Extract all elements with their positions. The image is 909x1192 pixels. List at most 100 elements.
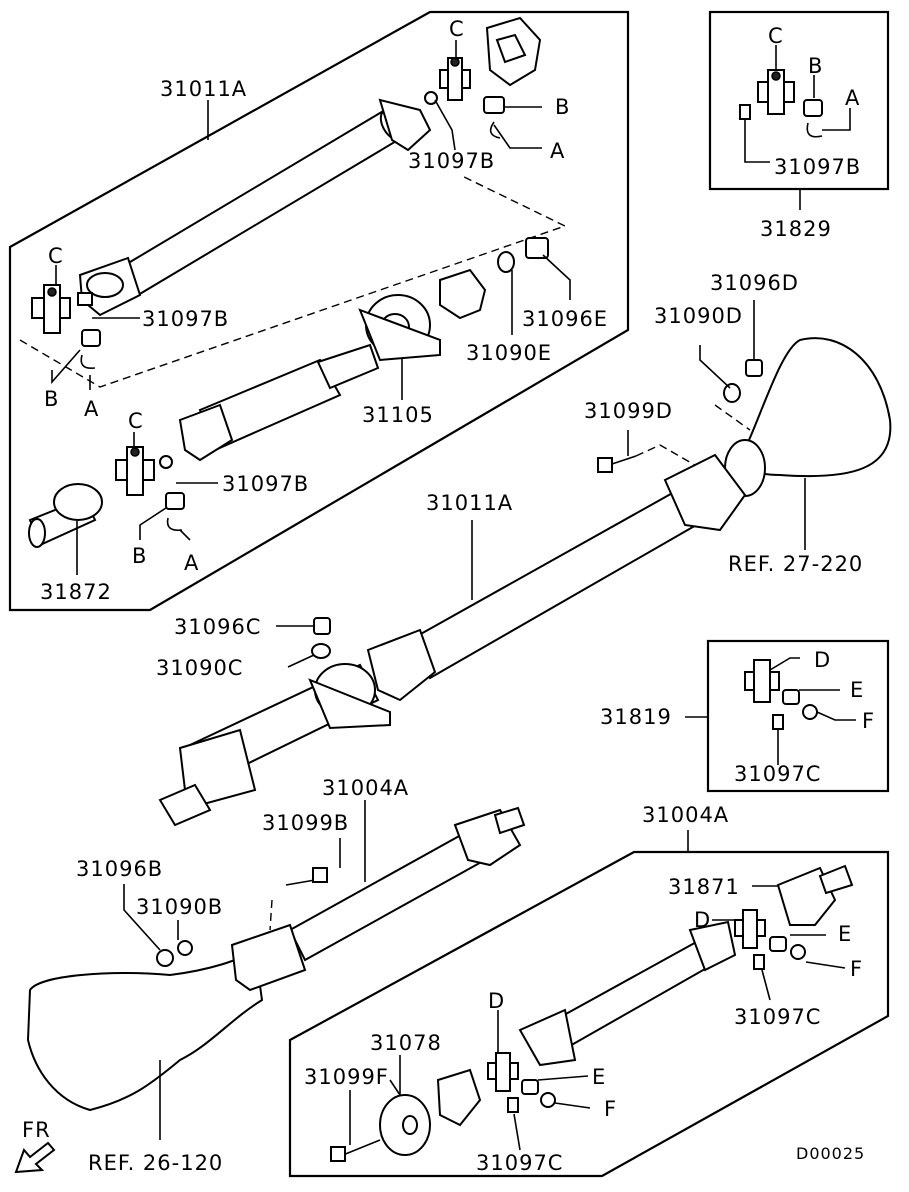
inset-spider (757, 69, 795, 115)
label-ref-rear: REF. 27-220 (728, 552, 863, 576)
lower-bearing-cup-1 (769, 936, 787, 952)
label-front-shaft-1: 31004A (322, 776, 409, 800)
label-joint-a-2: A (84, 397, 99, 421)
label-washer-b: 31090B (136, 895, 223, 919)
kit-spider (744, 659, 780, 703)
inset-snap-ring (806, 122, 823, 138)
label-washer-c: 31090C (156, 656, 243, 680)
label-bolt-d: 31099D (584, 399, 673, 423)
propeller-shaft-front-half (178, 343, 380, 462)
label-fitting-3: 31097B (222, 472, 309, 496)
inset-grease-fitting (739, 104, 751, 120)
front-direction-arrow-icon (14, 1141, 56, 1174)
label-nut-e: 31096E (522, 307, 608, 331)
bolt-d-connector (635, 444, 701, 469)
lower-spider-2 (487, 1052, 519, 1092)
label-shaft-upper: 31011A (160, 77, 247, 101)
label-lower-fitting-2: 31097C (476, 1151, 563, 1175)
label-lower-e-1: E (838, 922, 852, 946)
center-bearing-assembly (358, 294, 441, 362)
label-lower-d-2: D (488, 989, 505, 1013)
slip-yoke-31871 (776, 864, 854, 926)
lower-snap-ring-2 (540, 1092, 556, 1108)
label-nut-d: 31096D (710, 271, 799, 295)
bolt-b-connector (269, 899, 273, 931)
universal-joint-spider-upper (439, 57, 471, 101)
universal-joint-spider-left (31, 284, 71, 334)
nut-31096e (525, 237, 549, 259)
bolt-31099f (330, 1139, 381, 1162)
label-inset-fitting: 31097B (774, 155, 861, 179)
companion-flange (439, 268, 487, 320)
label-joint-c-1: C (449, 17, 465, 41)
bearing-cup-lower (165, 492, 185, 510)
assembly-connector-upper (19, 174, 567, 388)
label-drawing-code: D00025 (796, 1144, 865, 1163)
kit-bearing-cup (782, 689, 800, 705)
lower-bearing-cup-2 (521, 1079, 539, 1095)
label-ref-front: REF. 26-120 (88, 1151, 223, 1175)
label-inset-a: A (845, 86, 860, 110)
label-kit-f: F (862, 709, 875, 733)
kit-snap-ring (802, 704, 818, 720)
label-fitting-1: 31097B (408, 149, 495, 173)
nut-31096c (313, 617, 331, 635)
bearing-cup-upper (483, 96, 505, 114)
label-front-shaft-2: 31004A (642, 803, 729, 827)
upper-exploded-frame (8, 10, 630, 612)
washer-31090c (311, 643, 331, 659)
label-kit-d: D (814, 648, 831, 672)
label-shaft-assembly: 31011A (426, 491, 513, 515)
grease-fitting-left (77, 292, 93, 306)
front-shaft-exploded-tube (518, 920, 737, 1067)
label-inset-kit: 31829 (760, 217, 832, 241)
label-nut-c: 31096C (174, 615, 261, 639)
front-propeller-shaft (230, 806, 526, 992)
bearing-cup-left (81, 329, 101, 347)
rear-differential-ref (738, 337, 892, 478)
snap-ring-lower (166, 517, 183, 532)
lower-exploded-frame (288, 850, 890, 1178)
snap-ring-upper (489, 121, 501, 139)
upper-inset-frame (708, 10, 890, 191)
diff-connector (714, 404, 751, 431)
grease-fitting-upper (424, 91, 438, 105)
label-lower-f-1: F (850, 957, 863, 981)
label-lower-f-2: F (604, 1097, 617, 1121)
label-joint-a-3: A (184, 551, 199, 575)
flange-31078 (436, 1068, 482, 1127)
lower-fitting-2 (507, 1097, 519, 1113)
label-joint-b-1: B (555, 95, 570, 119)
label-joint-a-1: A (550, 139, 565, 163)
label-slip-yoke: 31871 (668, 875, 740, 899)
washer-31090e (497, 251, 515, 273)
flange-yoke (28, 483, 103, 548)
transmission-ref (26, 948, 264, 1112)
label-nut-b: 31096B (76, 857, 163, 881)
bolt-31099d (597, 455, 637, 473)
lower-snap-ring-1 (790, 944, 806, 960)
label-kit-e: E (850, 678, 864, 702)
joint-kit-frame (706, 639, 890, 793)
bolt-31099b (285, 867, 328, 886)
nut-31096d (745, 359, 763, 377)
label-kit-fitting: 31097C (734, 762, 821, 786)
label-lower-fitting-1: 31097C (734, 1005, 821, 1029)
label-joint-b-3: B (132, 544, 147, 568)
label-bolt-f: 31099F (304, 1065, 389, 1089)
label-center-bearing: 31105 (362, 403, 434, 427)
label-joint-kit-2: 31819 (600, 705, 672, 729)
yoke-upper-right (485, 16, 542, 87)
center-bearing-mounted (308, 663, 391, 730)
label-direction: FR (22, 1118, 51, 1142)
label-dynamic-damper: 31078 (370, 1031, 442, 1055)
label-joint-c-2: C (48, 244, 64, 268)
inset-bearing-cup (803, 99, 823, 117)
label-flange-yoke: 31872 (40, 580, 112, 604)
label-joint-b-2: B (44, 387, 59, 411)
snap-ring-left (80, 354, 96, 370)
grease-fitting-lower (159, 455, 173, 469)
dynamic-damper (379, 1094, 431, 1156)
label-inset-c: C (768, 24, 784, 48)
